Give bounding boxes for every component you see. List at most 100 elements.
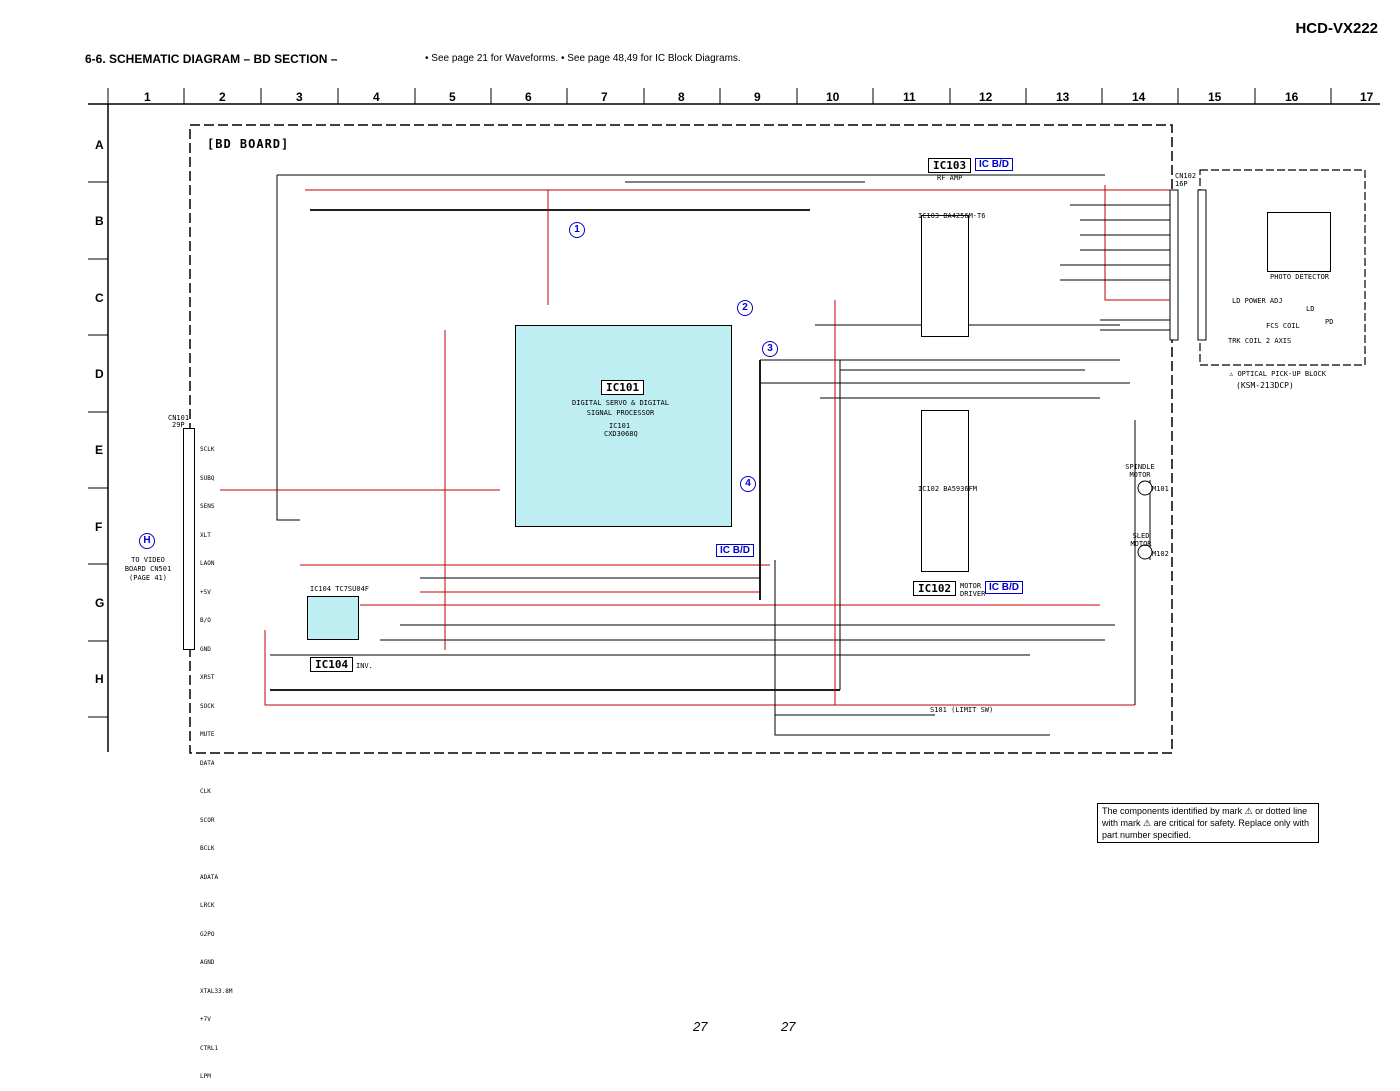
pickup-part-label: LD — [1306, 305, 1315, 313]
board-label: [BD BOARD] — [207, 137, 290, 151]
cn101-signal: SOCK — [200, 702, 215, 710]
row-tick: A — [95, 138, 104, 152]
sled-motor-label: SLED MOTOR — [1130, 532, 1152, 548]
cn101-signal: SCOR — [200, 816, 215, 824]
pickup-part-label: PD — [1325, 318, 1334, 326]
ic101-label: IC101 — [601, 380, 645, 395]
cn101-signal: LAON — [200, 560, 215, 567]
ic103-block-diagram-tag[interactable]: IC B/D — [975, 158, 1013, 171]
cn101-signal: XTAL33.8M — [200, 987, 233, 995]
photo-detector-body — [1267, 212, 1331, 272]
page-number-right: 27 — [781, 1019, 796, 1034]
video-board-marker[interactable]: H — [139, 533, 155, 549]
sled-motor-ref: M102 — [1152, 550, 1169, 558]
row-tick: C — [95, 291, 104, 305]
column-tick: 3 — [296, 90, 303, 104]
cn101-signal: SENS — [200, 503, 215, 510]
column-tick: 16 — [1285, 90, 1299, 104]
column-tick: 7 — [601, 90, 608, 104]
pickup-part-label: PHOTO DETECTOR — [1270, 273, 1330, 281]
cn101-signal: SUBQ — [200, 474, 215, 482]
cn101-signal: XLT — [200, 531, 211, 539]
schematic-drawing — [88, 88, 1380, 754]
waveform-point-4[interactable]: 4 — [740, 476, 756, 492]
ic104-body — [307, 596, 359, 640]
column-tick: 17 — [1360, 90, 1374, 104]
ic101-ref: IC101 — [609, 422, 631, 430]
ic102-function: MOTOR DRIVER — [960, 582, 986, 598]
section-title: 6-6. SCHEMATIC DIAGRAM – BD SECTION – — [85, 52, 338, 66]
ic101-body — [515, 325, 732, 527]
spindle-motor-ref: M101 — [1152, 485, 1169, 493]
safety-note: The components identified by mark ⚠ or d… — [1097, 803, 1319, 843]
row-tick: D — [95, 367, 104, 381]
pickup-connector: CN102 16P — [1175, 172, 1197, 188]
wire-bus-red — [264, 630, 1135, 706]
ic102-label: IC102 — [913, 581, 957, 596]
limit-switch-label: S101 (LIMIT SW) — [930, 706, 994, 714]
column-tick: 9 — [754, 90, 761, 104]
model-name: HCD-VX222 — [1295, 20, 1378, 37]
column-tick: 13 — [1056, 90, 1070, 104]
pickup-part-label: TRK COIL 2 AXIS — [1228, 337, 1292, 345]
cn101-signal: XRST — [200, 674, 215, 681]
cn102-mate — [1197, 189, 1207, 341]
pickup-model: (KSM-213DCP) — [1236, 381, 1294, 390]
cn101-signal: SCLK — [200, 446, 215, 453]
ic101-part: CXD3068Q — [604, 430, 638, 438]
cn101-signal: B/O — [200, 617, 211, 624]
pickup-part-label: FCS COIL — [1266, 322, 1300, 330]
wire-bus — [774, 560, 1050, 736]
cn101-body — [183, 428, 195, 650]
column-tick: 5 — [449, 90, 456, 104]
ic103-part: IC103 BA4256M-T6 — [918, 212, 986, 220]
spindle-motor-symbol — [1137, 480, 1153, 496]
row-tick: G — [95, 596, 105, 610]
column-tick: 10 — [826, 90, 840, 104]
cn101-pin-count: 29P — [172, 421, 185, 429]
cn101-signal: CLK — [200, 788, 211, 795]
ic104-label: IC104 — [310, 657, 354, 672]
reference-notes: • See page 21 for Waveforms. • See page … — [425, 53, 741, 64]
cn101-signal: +5V — [200, 588, 211, 596]
ic101-block-diagram-tag[interactable]: IC B/D — [716, 544, 754, 557]
waveform-point-3[interactable]: 3 — [762, 341, 778, 357]
ic102-block-diagram-tag[interactable]: IC B/D — [985, 581, 1023, 594]
page-number-left: 27 — [693, 1019, 708, 1034]
column-tick: 11 — [903, 90, 916, 104]
waveform-point-1[interactable]: 1 — [569, 222, 585, 238]
ic104-function: INV. — [356, 662, 373, 670]
sled-motor-symbol — [1137, 544, 1153, 560]
column-tick: 12 — [979, 90, 993, 104]
column-tick: 14 — [1132, 90, 1146, 104]
cn101-signal: DATA — [200, 759, 215, 767]
cn101-signal: LPM — [200, 1073, 211, 1080]
ic103-function: RF AMP — [937, 174, 963, 182]
pickup-part-label: LD POWER ADJ — [1232, 297, 1283, 305]
video-board-reference: TO VIDEO BOARD CN501 (PAGE 41) — [124, 556, 172, 582]
column-tick: 8 — [678, 90, 685, 104]
row-tick: E — [95, 443, 104, 457]
column-tick: 1 — [144, 90, 151, 104]
ic102-part: IC102 BA5936FM — [918, 485, 978, 493]
cn101-signal: LRCK — [200, 902, 215, 909]
cn102-body — [1169, 189, 1179, 341]
row-tick: H — [95, 672, 104, 686]
wire-bus — [276, 175, 300, 521]
pickup-title: ⚠ OPTICAL PICK-UP BLOCK — [1229, 370, 1326, 378]
column-tick: 2 — [219, 90, 226, 104]
cn101-signal: CTRL1 — [200, 1044, 219, 1052]
waveform-point-2[interactable]: 2 — [737, 300, 753, 316]
column-tick: 6 — [525, 90, 532, 104]
ic103-body — [921, 215, 969, 337]
cn101-signal-list: SCLK SUBQ SENS XLT LAON +5V B/O GND XRST… — [200, 426, 233, 1091]
ic103-label: IC103 — [928, 158, 972, 173]
cn101-signal: G2PO — [200, 930, 215, 938]
cn101-signal: BCLK — [200, 845, 215, 852]
column-tick: 4 — [373, 90, 380, 104]
cn101-signal: MUTE — [200, 731, 215, 738]
ic101-function: DIGITAL SERVO & DIGITAL SIGNAL PROCESSOR — [572, 399, 669, 417]
pickup-title-text: OPTICAL PICK-UP BLOCK — [1237, 370, 1326, 378]
cn101-signal: AGND — [200, 959, 215, 966]
cn101-signal: +7V — [200, 1016, 211, 1023]
